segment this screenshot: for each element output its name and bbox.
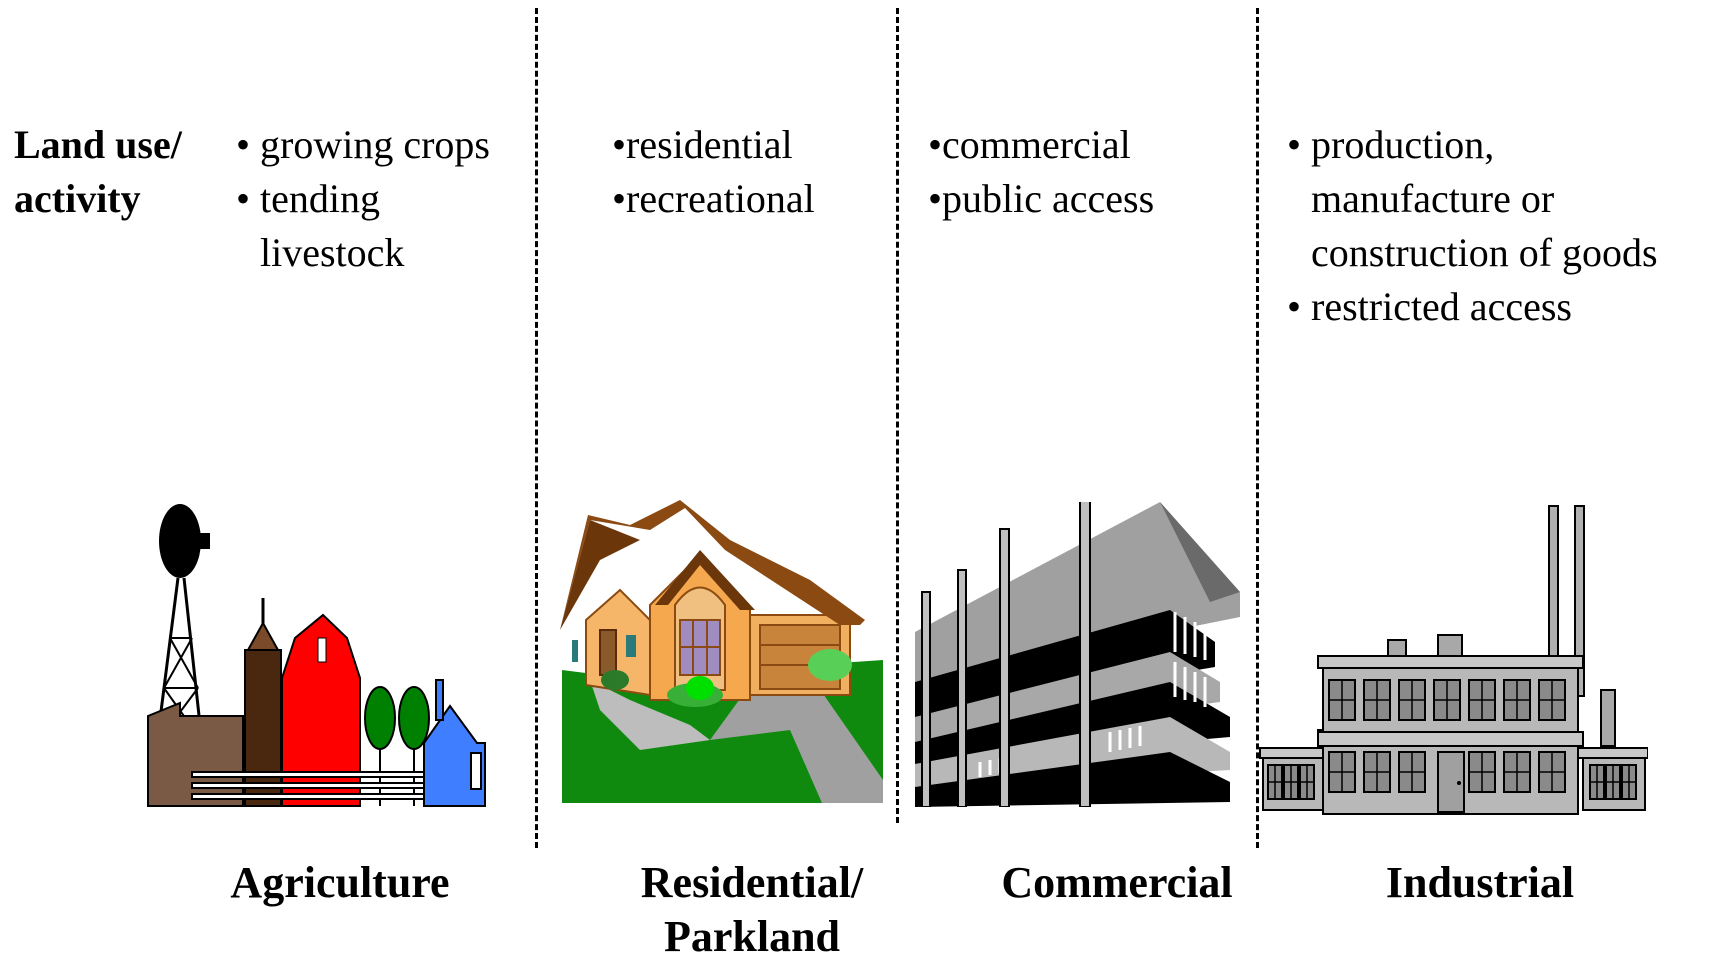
tree-icon	[364, 686, 396, 806]
category-label-residential: Residential/ Parkland	[602, 856, 902, 964]
category-label-line: Residential/	[640, 858, 864, 907]
divider-3	[1256, 8, 1259, 848]
farmhouse-icon	[423, 679, 486, 807]
category-label-line: Parkland	[663, 912, 841, 961]
house-icon	[560, 500, 883, 803]
divider-1	[535, 8, 538, 848]
factory-icon	[1259, 505, 1648, 815]
row-label-line-1: Land use/	[14, 122, 182, 167]
list-item: commercial	[928, 118, 1154, 172]
farm-icon	[147, 504, 486, 807]
divider-2	[896, 8, 899, 823]
factory-windows	[1267, 679, 1637, 800]
list-item: restricted access	[1287, 280, 1658, 334]
list-item: growing crops	[236, 118, 490, 172]
row-label-line-2: activity	[14, 176, 141, 221]
office-building-icon	[915, 502, 1240, 807]
row-label: Land use/ activity	[14, 118, 182, 226]
category-label-industrial: Industrial	[1385, 858, 1575, 907]
fence-icon	[191, 771, 443, 800]
tree-icon	[398, 686, 430, 806]
list-item: recreational	[612, 172, 815, 226]
list-item: residential	[612, 118, 815, 172]
residential-activities: residential recreational	[612, 118, 815, 226]
commercial-activities: commercial public access	[928, 118, 1154, 226]
category-label-agriculture: Agriculture	[230, 858, 450, 907]
category-label-commercial: Commercial	[1001, 858, 1233, 907]
list-item: public access	[928, 172, 1154, 226]
silo-icon	[244, 598, 282, 807]
column-fins	[921, 502, 1091, 807]
